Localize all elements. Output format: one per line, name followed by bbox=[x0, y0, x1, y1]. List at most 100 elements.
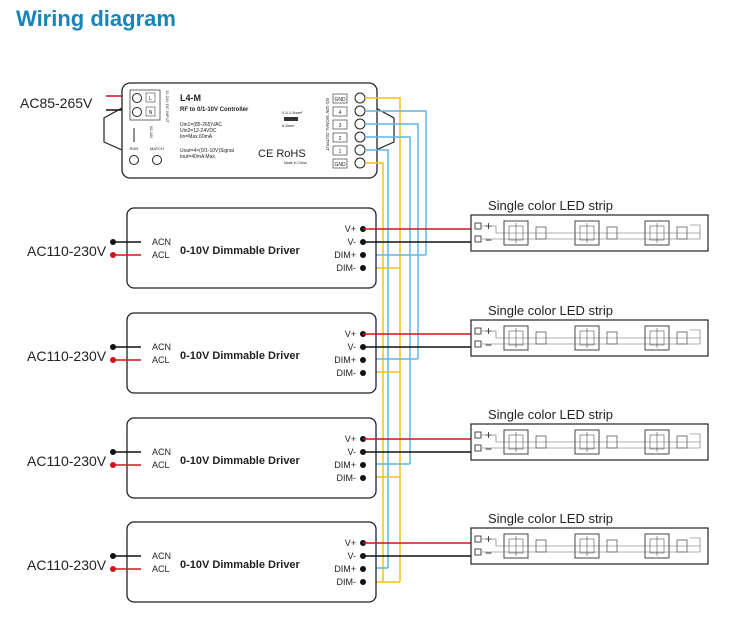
controller-spec-1: Uin1=(85-265)VAC bbox=[180, 122, 222, 128]
output-screw-gnd-bottom bbox=[354, 157, 366, 169]
match-button bbox=[152, 155, 162, 165]
driver-output-dot bbox=[360, 252, 366, 258]
output-terminal-box-2 bbox=[332, 132, 348, 143]
strip-length-note: 0.5-1.5mm² bbox=[282, 110, 303, 115]
driver-acl-label: ACL bbox=[152, 564, 170, 574]
strip-trace bbox=[481, 225, 700, 234]
ch1-signal-wire bbox=[365, 149, 389, 568]
output-screw-4 bbox=[354, 105, 366, 117]
controller-spec-5: Iout=40mA Max. bbox=[180, 154, 216, 160]
strip-plus-pad bbox=[474, 222, 482, 230]
driver-output-label: DIM+ bbox=[334, 355, 356, 365]
strip-minus-pad bbox=[474, 235, 482, 243]
led-strip-label: Single color LED strip bbox=[488, 198, 613, 213]
driver-output-dot bbox=[360, 265, 366, 271]
wire-strip-icon bbox=[284, 117, 298, 121]
output-terminal-box-4 bbox=[332, 106, 348, 117]
driver-name: 0-10V Dimmable Driver bbox=[180, 245, 301, 257]
led-strip-1: Single color LED strip+− bbox=[470, 198, 709, 252]
controller-ac-input-label: AC85-265V bbox=[20, 95, 93, 111]
driver-acl-label: ACL bbox=[152, 355, 170, 365]
driver-output-label: V+ bbox=[345, 329, 356, 339]
strip-minus-pad bbox=[474, 444, 482, 452]
output-terminal-box-1 bbox=[332, 145, 348, 156]
strip-trace-2 bbox=[481, 224, 701, 240]
driver-output-dot bbox=[360, 462, 366, 468]
driver-box bbox=[126, 417, 377, 499]
output-terminal-4: 4 bbox=[339, 110, 342, 116]
controller-spec-4: Uout=4×(0/1-10V)Signal bbox=[180, 148, 234, 154]
page-title: Wiring diagram bbox=[16, 6, 176, 31]
driver-acn-label: ACN bbox=[152, 237, 171, 247]
terminal-n-box bbox=[145, 106, 156, 117]
controller-right-mount-tab bbox=[375, 107, 395, 151]
driver-output-label: DIM- bbox=[337, 263, 357, 273]
ch4-signal-wire bbox=[365, 110, 427, 255]
controller-spec-2: Uin2=12-24VDC bbox=[180, 128, 217, 134]
output-terminal-1: 1 bbox=[339, 149, 342, 155]
driver-acl-label: ACL bbox=[152, 460, 170, 470]
driver-acn-dot bbox=[110, 239, 116, 245]
driver-acn-label: ACN bbox=[152, 342, 171, 352]
controller-input-terminal-block bbox=[129, 89, 161, 121]
driver-output-label: V- bbox=[347, 237, 356, 247]
led-strip-4: Single color LED strip+− bbox=[470, 511, 709, 565]
strip-minus-pad bbox=[474, 340, 482, 348]
driver-output-label: V+ bbox=[345, 434, 356, 444]
led-strip-3: Single color LED strip+− bbox=[470, 407, 709, 461]
strip-minus-label: − bbox=[485, 546, 492, 560]
driver-output-dot bbox=[360, 370, 366, 376]
driver-output-label: V- bbox=[347, 447, 356, 457]
driver-output-label: V- bbox=[347, 551, 356, 561]
controller-power-text: 12-24V DC INPUT bbox=[165, 90, 170, 123]
strip-trace-2 bbox=[481, 329, 701, 345]
strip-trace-2 bbox=[481, 433, 701, 449]
strip-plus-pad bbox=[474, 431, 482, 439]
terminal-l-label: L bbox=[149, 96, 152, 102]
driver-output-label: V+ bbox=[345, 538, 356, 548]
run-label: RUN bbox=[130, 146, 139, 151]
gnd-bus-wire bbox=[365, 97, 401, 582]
driver-output-label: DIM+ bbox=[334, 250, 356, 260]
output-screw-gnd-top bbox=[354, 92, 366, 104]
driver-output-label: DIM+ bbox=[334, 460, 356, 470]
driver-acn-label: ACN bbox=[152, 447, 171, 457]
ch2-signal-wire bbox=[365, 136, 411, 464]
terminal-l-box bbox=[145, 92, 156, 103]
driver-name: 0-10V Dimmable Driver bbox=[180, 350, 301, 362]
driver-acn-dot bbox=[110, 553, 116, 559]
driver-name: 0-10V Dimmable Driver bbox=[180, 559, 301, 571]
driver-output-label: DIM- bbox=[337, 577, 357, 587]
driver-acn-dot bbox=[110, 449, 116, 455]
driver-output-label: V- bbox=[347, 342, 356, 352]
strip-minus-label: − bbox=[485, 442, 492, 456]
controller-vertical-note: 0/1-10V bbox=[149, 126, 153, 139]
driver-output-label: DIM+ bbox=[334, 564, 356, 574]
driver-box bbox=[126, 521, 377, 603]
controller-model: L4-M bbox=[180, 93, 201, 103]
led-strip-label: Single color LED strip bbox=[488, 407, 613, 422]
controller-side-text: 0/1-10V SIGNAL OUTPUT bbox=[325, 98, 330, 151]
strip-plus-pad bbox=[474, 327, 482, 335]
controller-output-terminals: GND 4 3 2 1 GND bbox=[332, 92, 366, 169]
driver-output-dot bbox=[360, 357, 366, 363]
driver-output-dot bbox=[360, 579, 366, 585]
run-indicator bbox=[129, 155, 139, 165]
strip-trace bbox=[481, 330, 700, 339]
controller: AC85-265V L N 12-24V DC INPUT 0/1-10V RU… bbox=[20, 82, 395, 179]
led-strips-group: Single color LED strip+−Single color LED… bbox=[470, 198, 709, 565]
output-terminal-box-gnd-bottom bbox=[332, 158, 348, 169]
driver-ac-label: AC110-230V bbox=[27, 453, 107, 469]
output-screw-3 bbox=[354, 118, 366, 130]
driver-acl-dot bbox=[110, 357, 116, 363]
led-strip-label: Single color LED strip bbox=[488, 511, 613, 526]
strip-trace bbox=[481, 434, 700, 443]
output-terminal-box-gnd-top bbox=[332, 93, 348, 104]
output-terminal-gnd-bottom: GND bbox=[334, 162, 346, 168]
gnd-bus-wire-2 bbox=[365, 162, 384, 582]
driver-ac-label: AC110-230V bbox=[27, 243, 107, 259]
controller-box bbox=[121, 82, 378, 179]
